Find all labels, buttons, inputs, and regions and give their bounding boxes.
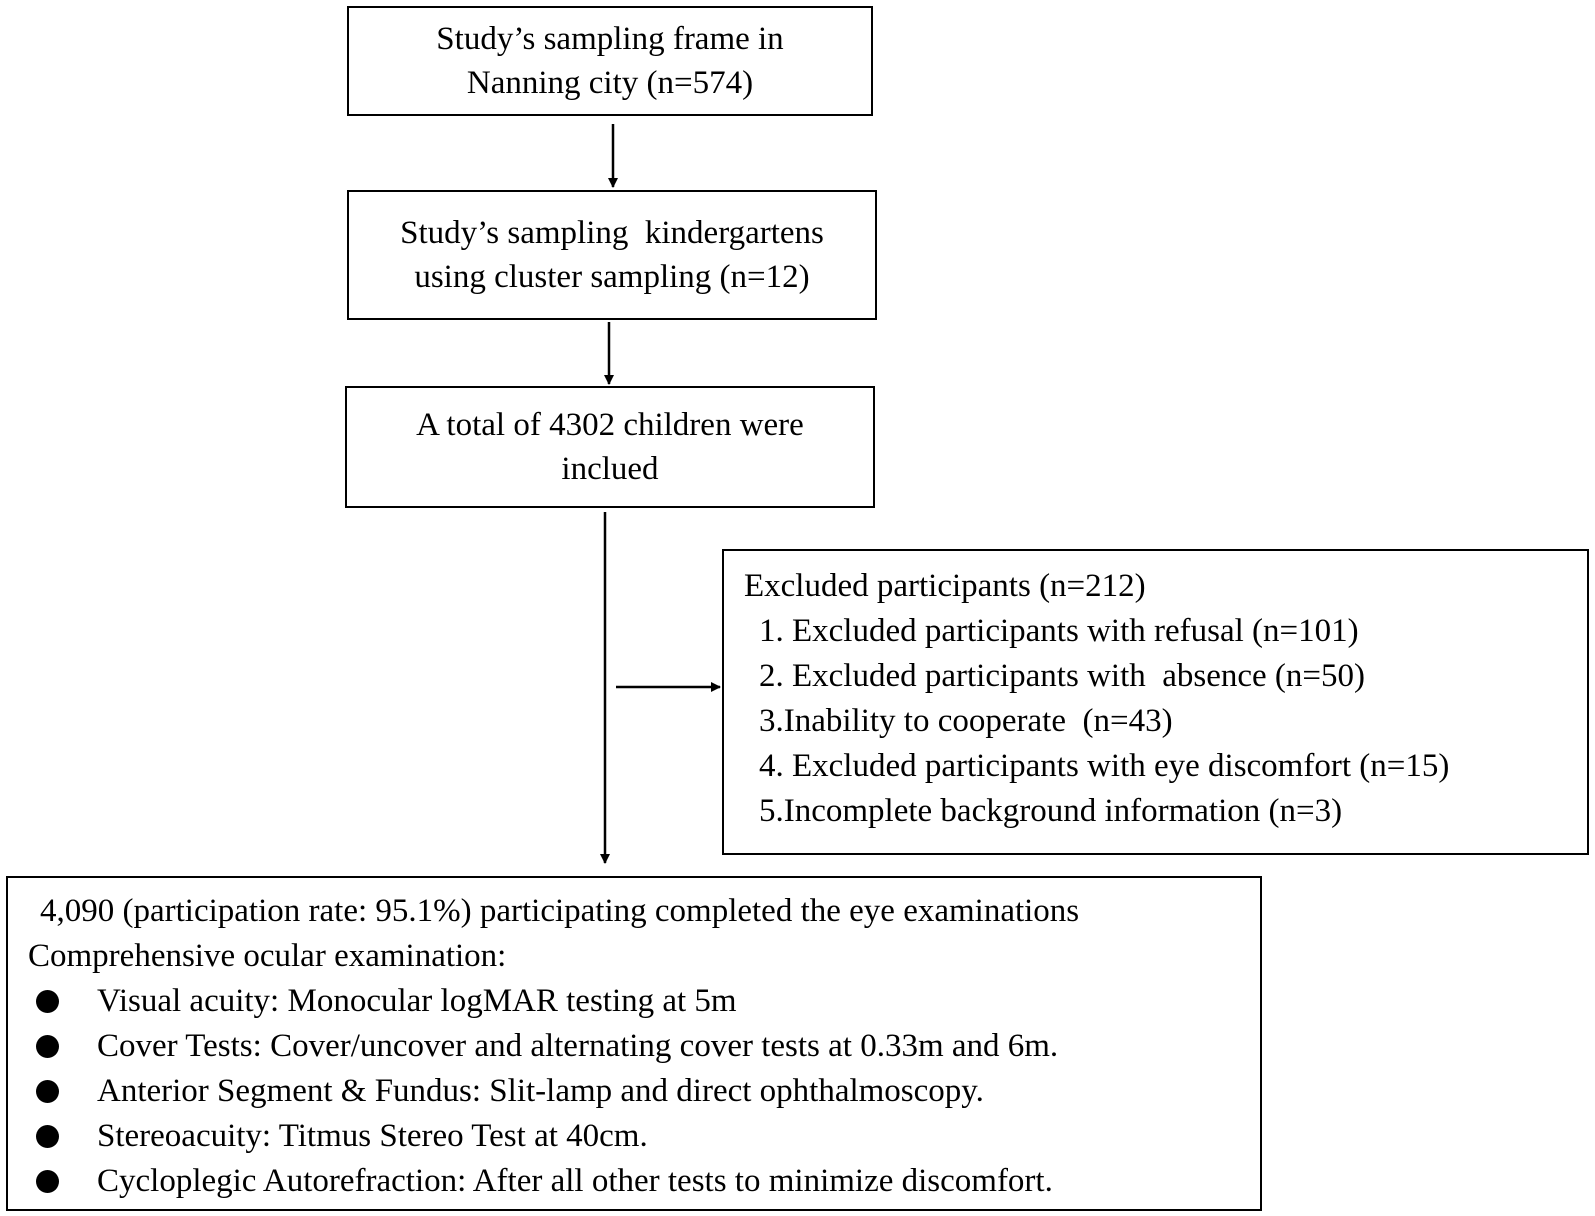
- bullet-dot-icon: [36, 1080, 59, 1103]
- excluded-item: 4. Excluded participants with eye discom…: [759, 748, 1450, 784]
- sampling-frame-line-2: Nanning city (n=574): [466, 65, 754, 101]
- final-examination-box: 4,090 (participation rate: 95.1%) partic…: [6, 876, 1262, 1211]
- exam-bullet-item: Cover Tests: Cover/uncover and alternati…: [28, 1024, 1260, 1069]
- bullet-dot-icon: [36, 1035, 59, 1058]
- exam-bullet-item: Cycloplegic Autorefraction: After all ot…: [28, 1159, 1260, 1204]
- excluded-item: 1. Excluded participants with refusal (n…: [759, 613, 1359, 649]
- exam-bullet-text: Cycloplegic Autorefraction: After all ot…: [97, 1163, 1053, 1199]
- total-children-box: A total of 4302 children were inclued: [345, 386, 875, 508]
- excluded-item: 5.Incomplete background information (n=3…: [759, 793, 1343, 829]
- excluded-title: Excluded participants (n=212): [744, 568, 1146, 604]
- bullet-dot-icon: [36, 1170, 59, 1193]
- exam-bullet-text: Visual acuity: Monocular logMAR testing …: [97, 983, 737, 1019]
- exam-bullet-text: Anterior Segment & Fundus: Slit-lamp and…: [97, 1073, 984, 1109]
- excluded-participants-box: Excluded participants (n=212) 1. Exclude…: [722, 549, 1589, 855]
- exam-bullet-text: Stereoacuity: Titmus Stereo Test at 40cm…: [97, 1118, 648, 1154]
- exam-bullet-item: Visual acuity: Monocular logMAR testing …: [28, 979, 1260, 1024]
- final-exam-heading: Comprehensive ocular examination:: [28, 938, 507, 974]
- exam-bullet-text: Cover Tests: Cover/uncover and alternati…: [97, 1028, 1059, 1064]
- final-participation-line: 4,090 (participation rate: 95.1%) partic…: [40, 893, 1080, 929]
- exam-bullet-item: Anterior Segment & Fundus: Slit-lamp and…: [28, 1069, 1260, 1114]
- kindergartens-line-1: Study’s sampling kindergartens: [400, 215, 824, 251]
- kindergartens-line-2: using cluster sampling (n=12): [414, 259, 810, 295]
- exam-bullet-item: Stereoacuity: Titmus Stereo Test at 40cm…: [28, 1114, 1260, 1159]
- excluded-item: 2. Excluded participants with absence (n…: [759, 658, 1366, 694]
- sampling-frame-box: Study’s sampling frame in Nanning city (…: [347, 6, 873, 116]
- bullet-dot-icon: [36, 990, 59, 1013]
- total-children-line-1: A total of 4302 children were: [416, 407, 804, 443]
- total-children-line-2: inclued: [561, 451, 659, 487]
- bullet-dot-icon: [36, 1125, 59, 1148]
- sampling-frame-line-1: Study’s sampling frame in: [436, 21, 784, 57]
- kindergartens-box: Study’s sampling kindergartens using clu…: [347, 190, 877, 320]
- excluded-item: 3.Inability to cooperate (n=43): [759, 703, 1173, 739]
